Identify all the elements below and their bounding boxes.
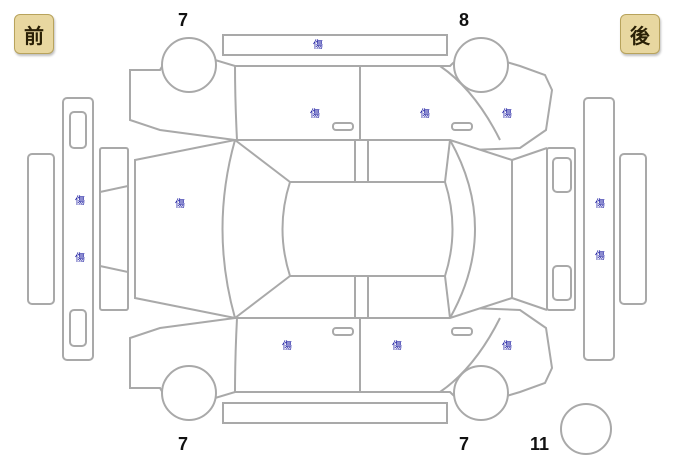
tire-rear-bottom <box>453 365 509 421</box>
damage-mark: 傷 <box>175 199 185 210</box>
damage-mark: 傷 <box>313 40 323 51</box>
damage-mark: 傷 <box>392 341 402 352</box>
rear-bumper <box>583 97 615 361</box>
tire-front-bottom <box>161 365 217 421</box>
damage-mark: 傷 <box>75 196 85 207</box>
damage-mark: 傷 <box>502 109 512 120</box>
front-bumper <box>62 97 94 361</box>
tire-number-front-top: 7 <box>178 10 189 30</box>
damage-mark: 傷 <box>310 109 320 120</box>
top-strip <box>222 34 448 56</box>
rear-bumper-outer <box>619 153 647 305</box>
tire-rear-top <box>453 37 509 93</box>
tire-number-spare: 11 <box>530 434 550 454</box>
tire-number-rear-bottom: 7 <box>459 434 470 454</box>
tire-number-rear-top: 8 <box>459 10 470 30</box>
front-grille <box>99 147 129 311</box>
roof <box>281 181 454 277</box>
damage-mark: 傷 <box>595 251 605 262</box>
tire-front-top <box>161 37 217 93</box>
bottom-strip <box>222 402 448 424</box>
rear-label: 後 <box>620 14 660 54</box>
damage-mark: 傷 <box>595 199 605 210</box>
front-label: 前 <box>14 14 54 54</box>
damage-mark: 傷 <box>420 109 430 120</box>
damage-mark: 傷 <box>502 341 512 352</box>
damage-mark: 傷 <box>75 253 85 264</box>
tire-number-front-bottom: 7 <box>178 434 189 454</box>
front-bumper-outer <box>27 153 55 305</box>
damage-mark: 傷 <box>282 341 292 352</box>
tire-spare <box>560 403 612 455</box>
